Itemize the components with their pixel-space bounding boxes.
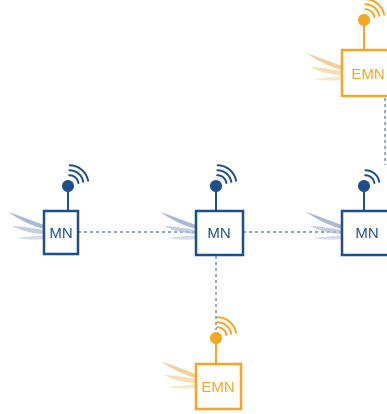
signal-waves-icon	[68, 164, 90, 184]
motion-wing-icon	[8, 212, 44, 240]
wireless-antenna-icon	[358, 180, 370, 192]
node-emn-bottom: EMN	[160, 316, 243, 411]
motion-wing-icon	[306, 212, 342, 240]
node-box	[194, 209, 245, 257]
signal-waves-icon	[364, 169, 381, 184]
wireless-antenna-icon	[210, 332, 222, 344]
signal-waves-icon	[364, 0, 386, 18]
node-mn-center: MN	[160, 164, 245, 257]
node-box	[340, 48, 387, 98]
node-label: MN	[355, 225, 378, 242]
wireless-antenna-icon	[358, 14, 370, 26]
node-label: MN	[49, 225, 72, 242]
links	[78, 98, 386, 330]
motion-wing-icon	[306, 53, 342, 81]
node-emn-top: EMN	[306, 0, 387, 98]
node-label: EMN	[351, 66, 384, 83]
node-box	[340, 209, 387, 257]
node-label: EMN	[201, 379, 234, 396]
node-label: MN	[207, 225, 230, 242]
motion-wing-icon	[160, 361, 196, 389]
wireless-antenna-icon	[62, 180, 74, 192]
motion-wing-icon	[160, 212, 196, 240]
node-box	[42, 209, 80, 256]
node-mn-right: MN	[306, 169, 387, 257]
signal-waves-icon	[216, 316, 238, 336]
node-box	[194, 362, 243, 411]
signal-waves-icon	[216, 164, 238, 184]
node-mn-left: MN	[8, 164, 90, 256]
wireless-antenna-icon	[210, 180, 222, 192]
